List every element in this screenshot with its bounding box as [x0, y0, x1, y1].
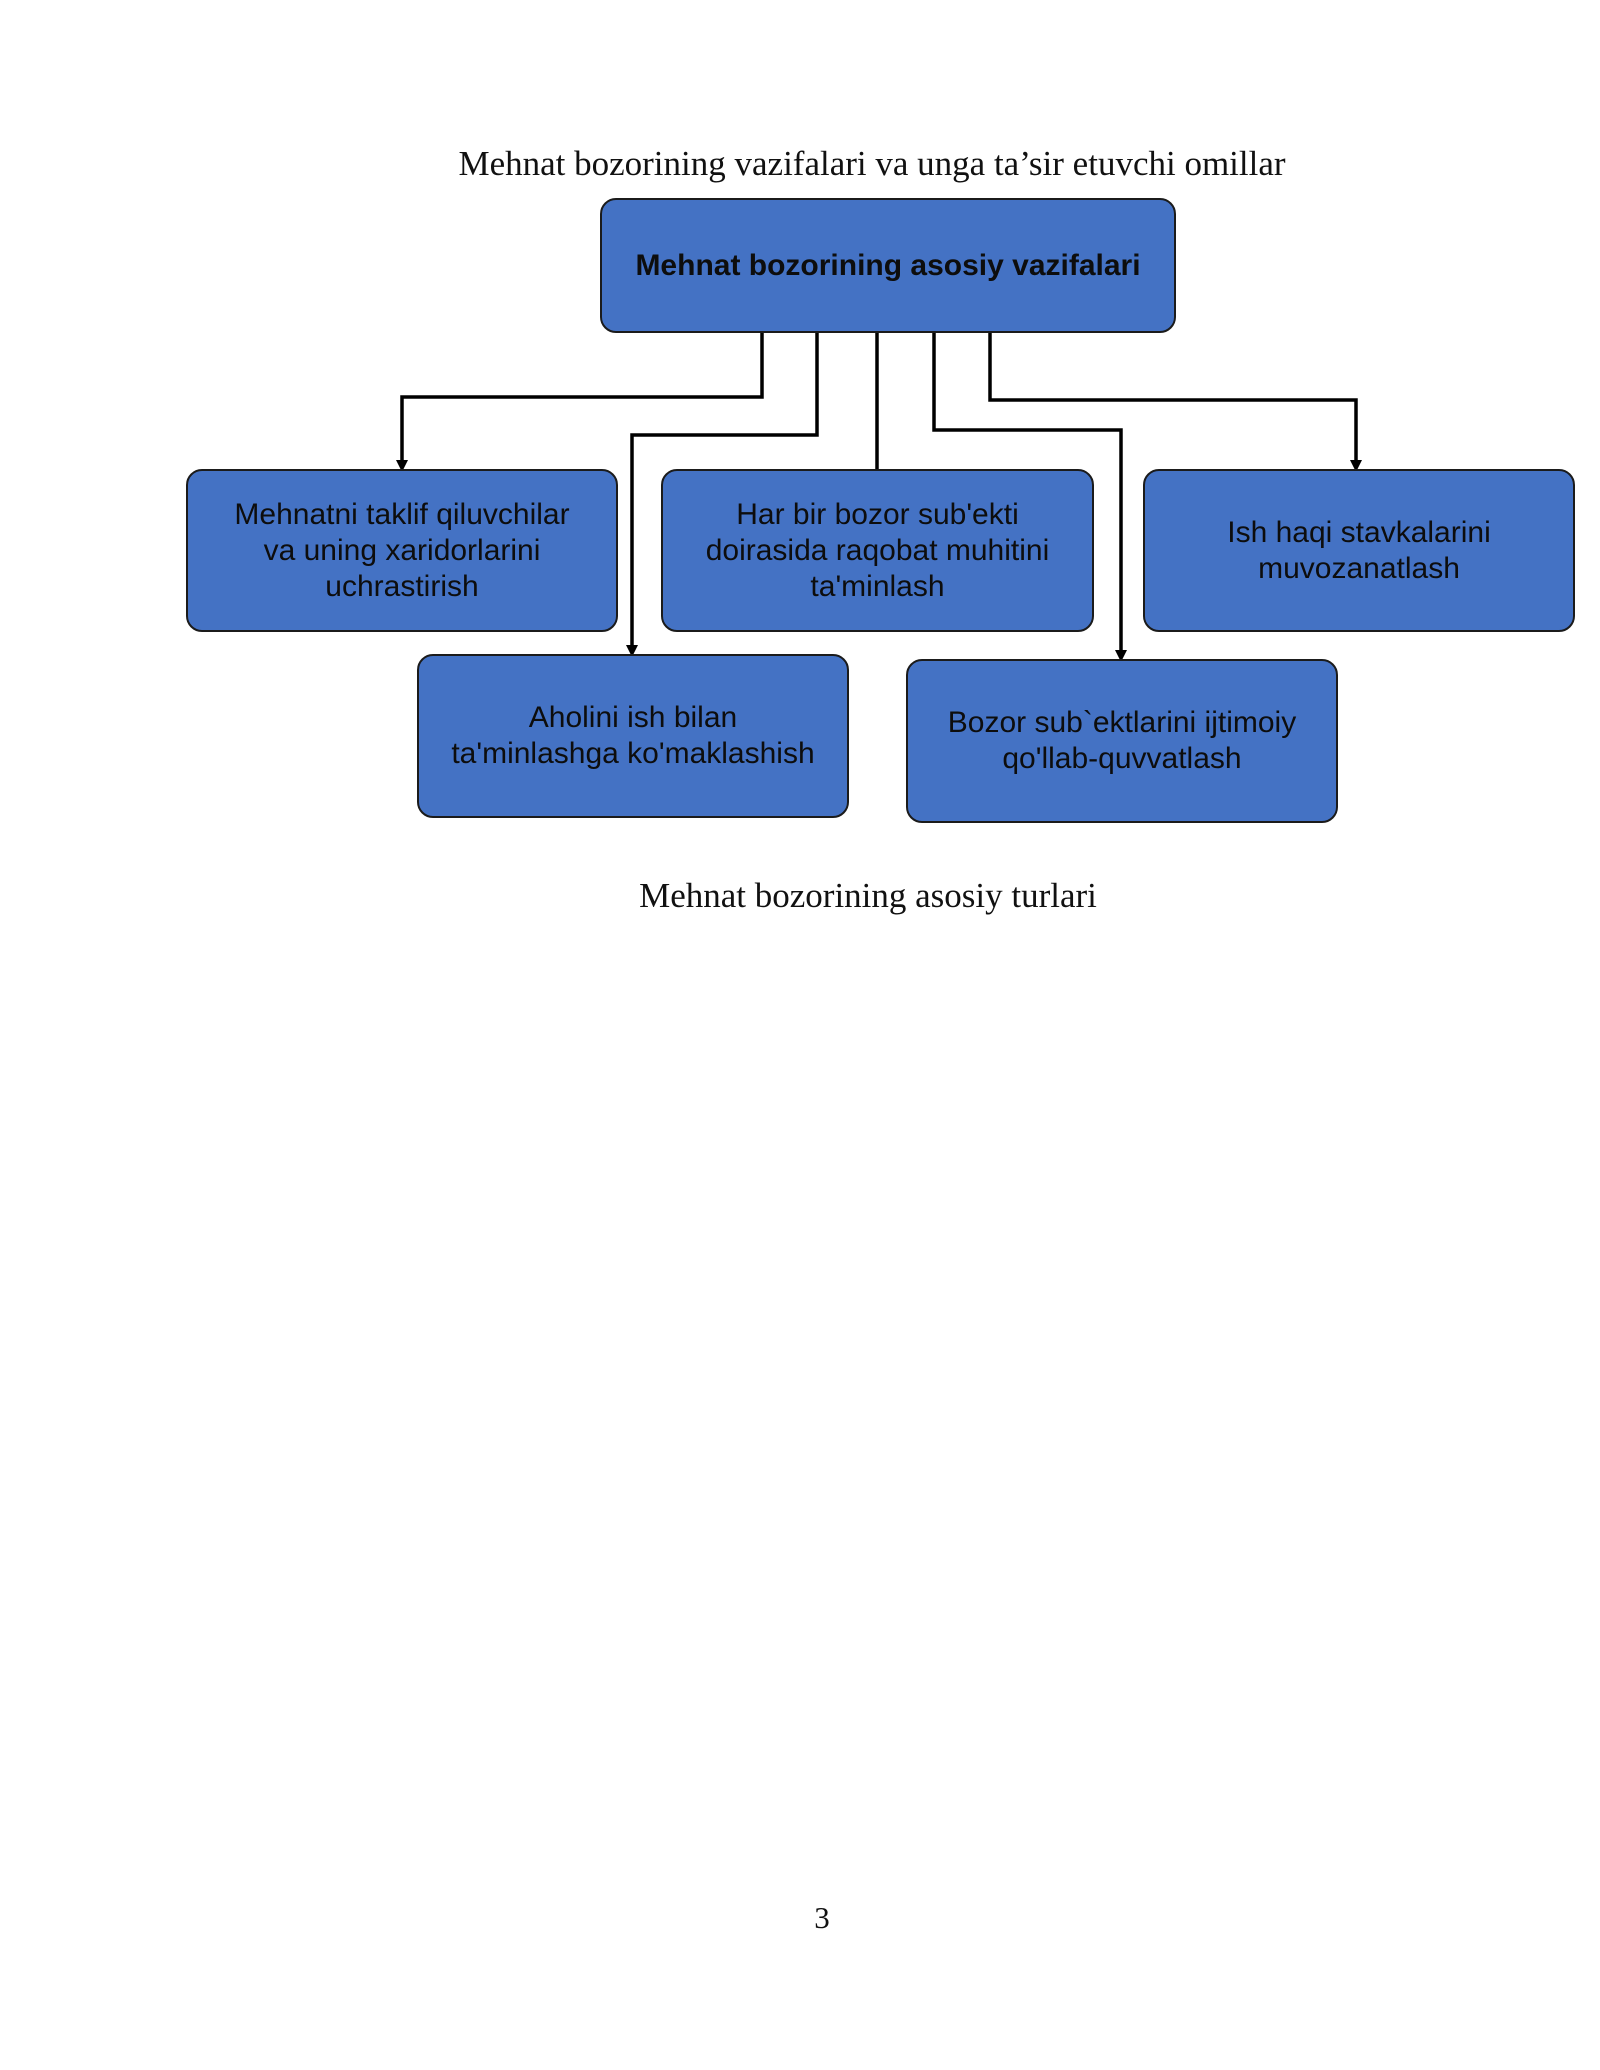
- node-competition-environment: Har bir bozor sub'ekti doirasida raqobat…: [661, 469, 1094, 632]
- node-social-support: Bozor sub`ektlarini ijtimoiy qo'llab-quv…: [906, 659, 1338, 823]
- node-wage-balancing: Ish haqi stavkalarini muvozanatlash: [1143, 469, 1575, 632]
- page-number: 3: [814, 1900, 830, 1935]
- node-social-support-label: Bozor sub`ektlarini ijtimoiy qo'llab-quv…: [947, 706, 1297, 775]
- connector-to-wage-node: [988, 333, 1362, 472]
- node-wage-balancing-label: Ish haqi stavkalarini muvozanatlash: [1227, 515, 1491, 585]
- node-competition-environment-label: Har bir bozor sub'ekti doirasida raqobat…: [705, 497, 1050, 603]
- root-node-label: Mehnat bozorining asosiy vazifalari: [635, 248, 1141, 282]
- node-employment-assistance-label: Aholini ish bilan ta'minlashga ko'maklas…: [451, 701, 815, 770]
- node-labor-matching: Mehnatni taklif qiluvchilar va uning xar…: [186, 469, 618, 632]
- document-title: Mehnat bozorining vazifalari va unga ta’…: [458, 144, 1286, 183]
- connector-to-matching-node: [396, 333, 764, 472]
- root-node-main-functions: Mehnat bozorining asosiy vazifalari: [600, 198, 1176, 333]
- node-labor-matching-label: Mehnatni taklif qiluvchilar va uning xar…: [234, 497, 570, 603]
- section-subtitle: Mehnat bozorining asosiy turlari: [639, 876, 1097, 915]
- node-employment-assistance: Aholini ish bilan ta'minlashga ko'maklas…: [417, 654, 849, 818]
